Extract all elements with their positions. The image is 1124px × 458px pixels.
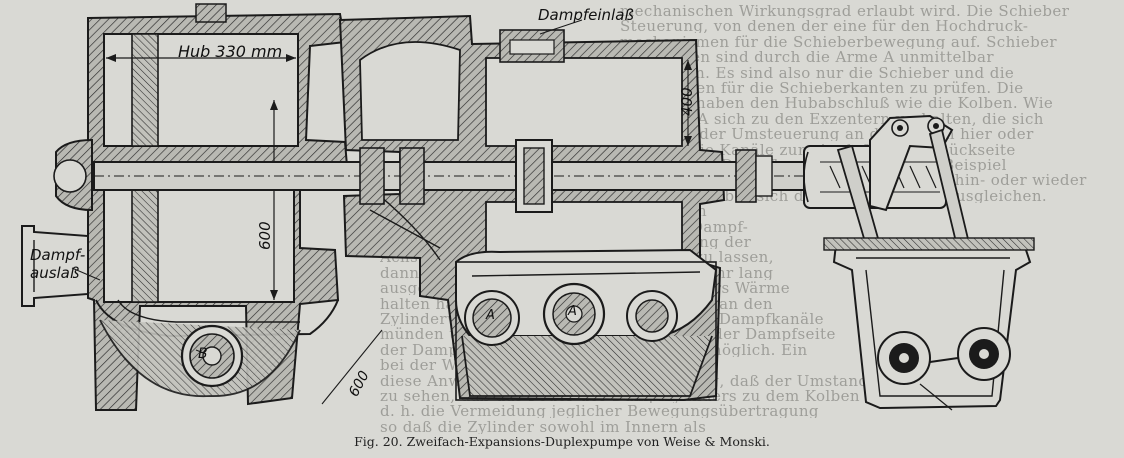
stroke-length-label: Hub 330 mm — [178, 42, 283, 61]
print-through-line: so daß die Zylinder sowohl im Innern als — [380, 417, 707, 434]
exhaust-label-line2: auslaß — [30, 264, 80, 282]
valve-a-letter-2: A — [568, 304, 577, 319]
valve-chest — [455, 248, 718, 401]
lower-steam-passages — [95, 299, 383, 405]
valve-b-letter: B — [198, 346, 208, 362]
print-through-line: Stoßflächen für die Schieberkanten zu pr… — [620, 79, 1024, 95]
leader-lines — [71, 19, 583, 355]
valve-a-letter-1: A — [486, 308, 495, 323]
dimension-400-label: 400 — [678, 87, 696, 116]
print-through-line: d. h. die Vermeidung jeglicher Bewegungs… — [380, 402, 819, 419]
print-through-line: Schieber haben den Hubabschluß wie die K… — [620, 94, 1054, 111]
exhaust-label-line1: Dampf- — [30, 246, 86, 264]
cylinder-end-cover — [53, 138, 93, 212]
pump-support-bracket — [823, 237, 1035, 411]
print-through-line: mechanischen Wirkungsgrad erlaubt wird. … — [620, 2, 1070, 18]
print-through-line: Steuerung, von denen der eine für den Ho… — [620, 17, 1029, 34]
print-through-line: und Kolben sind durch die Arme A unmitte… — [620, 48, 994, 65]
dimension-600-vertical-label: 600 — [256, 221, 274, 250]
exhaust-outlet — [21, 225, 89, 307]
steam-inlet-label: Dampfeinlaß — [538, 6, 634, 24]
print-through-line: verbunden. Es sind also nur die Schieber… — [620, 63, 1015, 80]
print-through-line: mechanismen für die Schieberbewegung auf… — [620, 32, 1057, 49]
steam-cylinder — [87, 3, 350, 411]
figure-caption: Fig. 20. Zweifach-Expansions-Duplexpumpe… — [354, 434, 770, 449]
